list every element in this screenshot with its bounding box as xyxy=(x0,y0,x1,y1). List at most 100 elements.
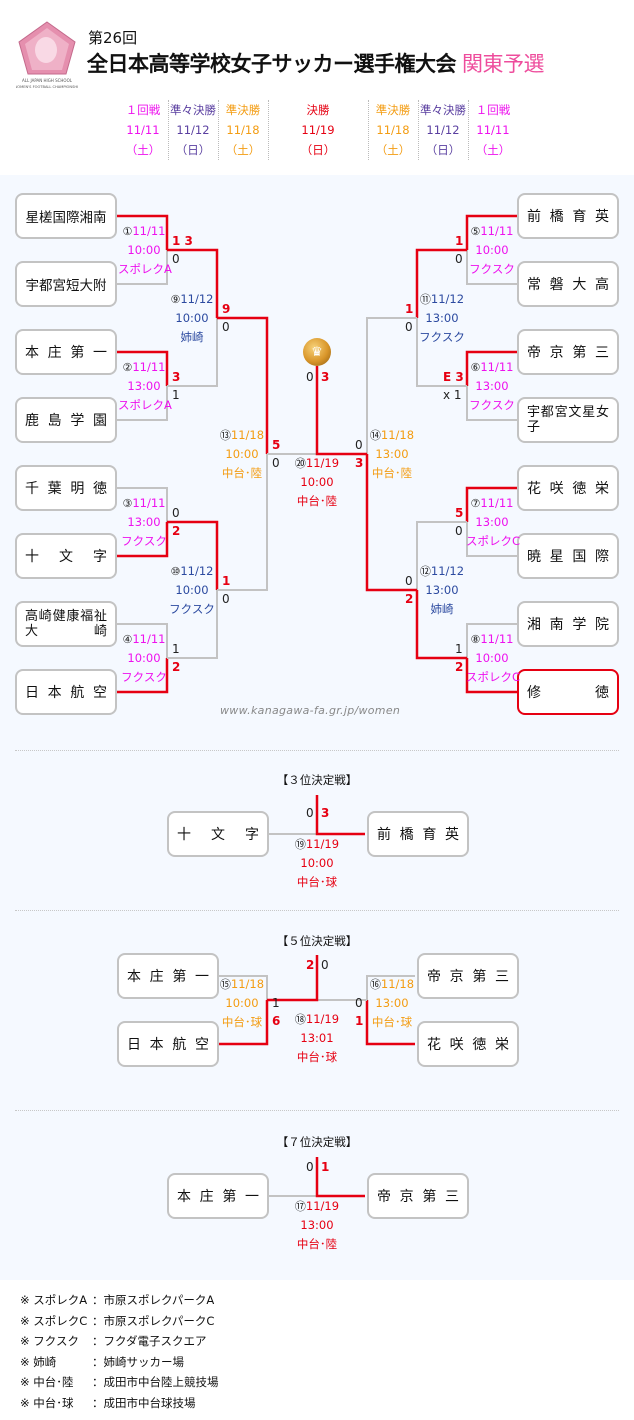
round-label: 準決勝 xyxy=(225,103,261,117)
match-venue: 中台･球 xyxy=(296,1050,338,1064)
svg-text:WOMEN'S FOOTBALL CHAMPIONSHIP: WOMEN'S FOOTBALL CHAMPIONSHIP xyxy=(16,85,78,89)
match-date: 11/18 xyxy=(230,977,265,991)
column-divider xyxy=(268,100,269,160)
round-day: （日） xyxy=(175,143,211,157)
team-box[interactable]: 花咲徳栄 xyxy=(517,465,619,511)
legend-value: ：市原スポレクパークC xyxy=(92,1313,215,1328)
match-time: 10:00 xyxy=(175,311,209,325)
team-box[interactable]: 暁星国際 xyxy=(517,533,619,579)
match-venue: スポレクC xyxy=(466,534,521,548)
team-box[interactable]: 本庄第一 xyxy=(167,1173,269,1219)
team-box[interactable]: 日本航空 xyxy=(15,669,117,715)
score: 1 xyxy=(455,234,464,248)
score: 2 xyxy=(405,592,414,606)
team-box[interactable]: 前橋育英 xyxy=(367,811,469,857)
team-box[interactable]: 花咲徳栄 xyxy=(417,1021,519,1067)
score: 1 xyxy=(405,302,414,316)
match-number: ⑬ xyxy=(219,429,231,442)
score: 0 xyxy=(172,252,180,266)
match-date-line: ⑫11/12 xyxy=(416,562,468,581)
team-box[interactable]: 帝京第三 xyxy=(417,953,519,999)
team-name: 修徳 xyxy=(527,685,609,701)
match-date-line: ⑤11/11 xyxy=(466,222,518,241)
match-number: ⑩ xyxy=(170,565,181,578)
edition-label: 第26回 xyxy=(88,29,138,47)
legend-row: ※ フクスク：フクダ電子スクエア xyxy=(20,1331,219,1352)
match-time: 13:00 xyxy=(375,996,409,1010)
match-date: 11/12 xyxy=(180,292,214,306)
match-number: ⑧ xyxy=(470,633,481,646)
match-date-line: ⑳11/19 xyxy=(291,454,343,473)
team-box[interactable]: 常磐大高 xyxy=(517,261,619,307)
score: 3 xyxy=(355,456,364,470)
match-date: 11/19 xyxy=(305,837,340,851)
team-box[interactable]: 宇都宮文星女子 xyxy=(517,397,619,443)
match-number: ⑨ xyxy=(170,293,181,306)
score: 0 xyxy=(405,574,413,588)
match-time: 13:00 xyxy=(127,515,161,529)
score: 0 xyxy=(321,958,329,972)
team-box[interactable]: 本庄第一 xyxy=(117,953,219,999)
team-box[interactable]: 帝京第三 xyxy=(517,329,619,375)
match-venue: スポレクA xyxy=(118,262,172,276)
match-venue: 中台･球 xyxy=(221,1015,263,1029)
team-box[interactable]: 千葉明徳 xyxy=(15,465,117,511)
team-box[interactable]: 湘南学院 xyxy=(517,601,619,647)
divider xyxy=(15,750,619,751)
match-number: ⑳ xyxy=(294,457,306,470)
round-date: 11/11 xyxy=(476,123,510,137)
team-name: 帝京第三 xyxy=(527,345,609,361)
team-name: 前橋育英 xyxy=(527,209,609,225)
match-time: 10:00 xyxy=(175,583,209,597)
column-divider xyxy=(368,100,369,160)
score: 0 xyxy=(455,524,463,538)
score: 0 xyxy=(272,456,280,470)
match-venue: フクスク xyxy=(419,330,465,344)
match-time: 13:00 xyxy=(300,1218,334,1232)
round-label: １回戦 xyxy=(125,103,161,117)
team-name: 日本航空 xyxy=(127,1037,209,1053)
match-number: ⑫ xyxy=(419,565,431,578)
team-box[interactable]: 修徳 xyxy=(517,669,619,715)
team-box[interactable]: 十文字 xyxy=(167,811,269,857)
team-box[interactable]: 本庄第一 xyxy=(15,329,117,375)
team-box[interactable]: 星槎国際湘南 xyxy=(15,193,117,239)
match-number: ② xyxy=(122,361,133,374)
match-date-line: ⑥11/11 xyxy=(466,358,518,377)
match-number: ③ xyxy=(122,497,133,510)
match-date-line: ⑭11/18 xyxy=(366,426,418,445)
team-box[interactable]: 日本航空 xyxy=(117,1021,219,1067)
match-venue: 姉崎 xyxy=(430,602,454,616)
fifth-place-title: 【５位決定戦】 xyxy=(276,934,358,948)
svg-text:ALL JAPAN HIGH SCHOOL: ALL JAPAN HIGH SCHOOL xyxy=(22,78,73,83)
match-date-line: ③11/11 xyxy=(118,494,170,513)
team-box[interactable]: 帝京第三 xyxy=(367,1173,469,1219)
round-date: 11/11 xyxy=(126,123,160,137)
match-venue: 中台･陸 xyxy=(296,1237,338,1251)
team-name: 十文字 xyxy=(177,827,259,843)
team-box[interactable]: 十文字 xyxy=(15,533,117,579)
divider xyxy=(15,1110,619,1111)
team-box[interactable]: 宇都宮短大附 xyxy=(15,261,117,307)
score: 1 xyxy=(172,388,180,402)
team-box[interactable]: 前橋育英 xyxy=(517,193,619,239)
team-box[interactable]: 高崎健康福祉大崎 xyxy=(15,601,117,647)
round-date: 11/18 xyxy=(376,123,410,137)
page-title: 全日本高等学校女子サッカー選手権大会関東予選 xyxy=(87,48,545,78)
score: 3 xyxy=(321,806,330,820)
team-box[interactable]: 鹿島学園 xyxy=(15,397,117,443)
match-time: 10:00 xyxy=(475,651,509,665)
team-name: 十文字 xyxy=(25,549,107,565)
match-date: 11/18 xyxy=(230,428,265,442)
match-date: 11/11 xyxy=(132,496,166,510)
score: 5 xyxy=(455,506,464,520)
